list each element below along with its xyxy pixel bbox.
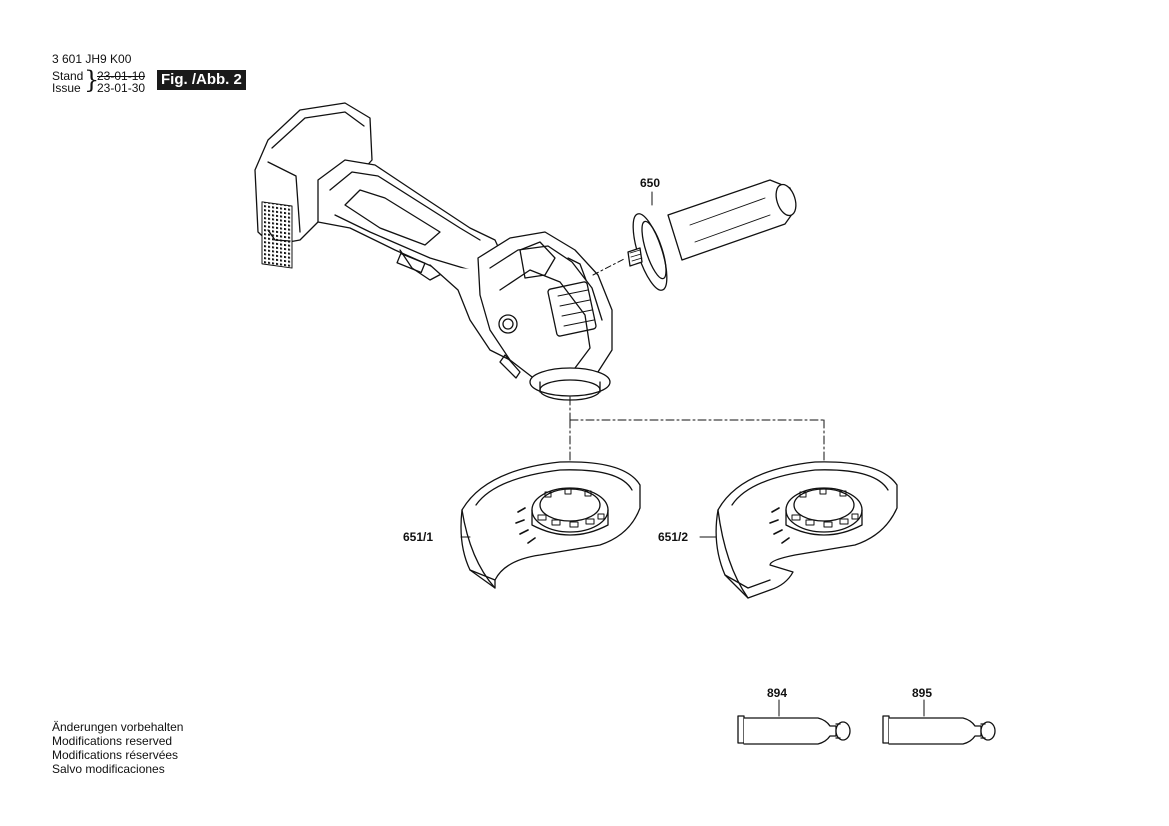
footer-line-en: Modifications reserved — [52, 734, 173, 748]
guard-651-2-drawing — [715, 461, 898, 599]
vent-grille — [261, 201, 293, 269]
spindle-lock-button — [547, 281, 597, 337]
issue-date: 23-01-30 — [97, 81, 146, 95]
grease-tube-894-drawing — [737, 715, 851, 745]
stand-label: Stand — [52, 69, 84, 83]
callout-894: 894 — [767, 686, 788, 700]
stand-date: 23-01-10 — [97, 69, 146, 83]
part-number: 3 601 JH9 K00 — [52, 52, 132, 66]
guard-651-1-drawing — [460, 461, 641, 589]
figure-label: Fig. /Abb. 2 — [157, 70, 246, 90]
grease-tube-895-drawing — [882, 715, 996, 745]
footer-line-de: Änderungen vorbehalten — [52, 720, 184, 734]
footer-line-fr: Modifications réservées — [52, 748, 179, 762]
brace-glyph: } — [84, 66, 100, 94]
callout-650: 650 — [640, 176, 661, 190]
angle-grinder-drawing — [254, 102, 613, 401]
callout-651-2: 651/2 — [658, 530, 689, 544]
footer-line-es: Salvo modificaciones — [52, 762, 165, 776]
issue-label: Issue — [52, 81, 81, 95]
callout-651-1: 651/1 — [403, 530, 434, 544]
auxiliary-handle-drawing — [627, 179, 797, 291]
callout-895: 895 — [912, 686, 933, 700]
